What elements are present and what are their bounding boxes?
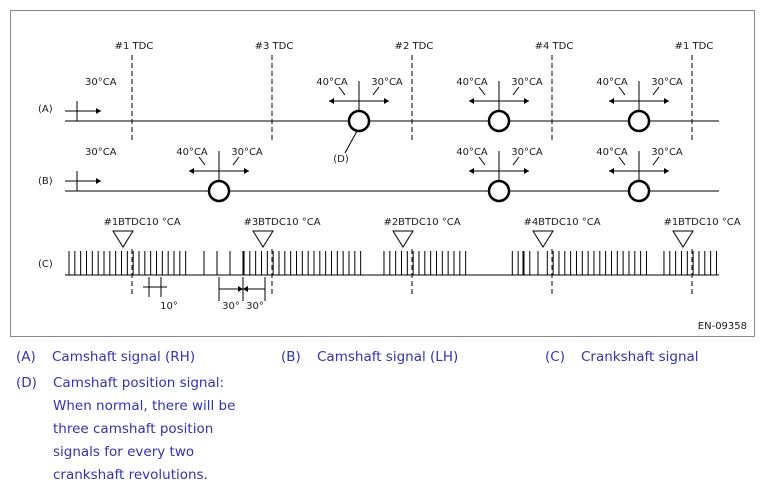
angle-label-30: 30°CA: [511, 77, 543, 88]
btdc-label: #1BTDC10 °CA: [663, 217, 740, 228]
angle-label-40: 40°CA: [596, 147, 628, 158]
dim-label-30: 30°: [222, 301, 240, 312]
angle-label-30: 30°CA: [231, 147, 263, 158]
cam-a-pulse-2-arrowhead-left: [609, 98, 614, 104]
cam-b-pulse-0-circle: [207, 179, 231, 203]
angle-label-40: 40°CA: [176, 147, 208, 158]
tdc-label: #2 TDC: [395, 41, 434, 52]
legend-key-b: (B): [281, 349, 301, 365]
legend-text-a: Camshaft signal (RH): [52, 349, 196, 365]
cam-b-pulse-1-arrowhead-right: [524, 168, 529, 174]
cam-a-pulse-2-leader-40: [618, 86, 626, 96]
btdc-triangle: [252, 230, 274, 248]
cam-b-pulse-1-circle: [487, 179, 511, 203]
btdc-triangle: [672, 230, 694, 248]
cam-a-pulse-0-leader-40: [338, 86, 346, 96]
cam-b-pulse-0-leader-30: [232, 156, 240, 166]
figure-code: EN-09358: [698, 321, 747, 332]
cam-a-pulse-1-arrowhead-right: [524, 98, 529, 104]
marker-d-leader: [344, 130, 358, 154]
cam-a-pulse-0-arrowhead-right: [384, 98, 389, 104]
cam-b-pulse-2-arrowhead-right: [664, 168, 669, 174]
legend-item-b: (B) Camshaft signal (LH): [281, 346, 458, 369]
tdc-label: #3 TDC: [255, 41, 294, 52]
angle-label-40: 40°CA: [596, 77, 628, 88]
row-label-b: (B): [38, 176, 53, 187]
dim-label-30: 30°: [246, 301, 264, 312]
legend-text-d: Camshaft position signal: When normal, t…: [53, 375, 236, 483]
angle-label-30: 30°CA: [85, 77, 117, 88]
row-label-c: (C): [38, 259, 53, 270]
angle-label-30: 30°CA: [85, 147, 117, 158]
angle-label-40: 40°CA: [456, 77, 488, 88]
tdc-label: #1 TDC: [115, 41, 154, 52]
angle-label-40: 40°CA: [316, 77, 348, 88]
cam-b-pulse-2-leader-40: [618, 156, 626, 166]
cam-a-pulse-1-leader-30: [512, 86, 520, 96]
start-arrowhead-a: [96, 108, 101, 114]
btdc-triangle: [392, 230, 414, 248]
cam-b-pulse-2-arrowhead-left: [609, 168, 614, 174]
cam-a-pulse-1-leader-40: [478, 86, 486, 96]
tdc-label: #4 TDC: [535, 41, 574, 52]
legend-text-c: Crankshaft signal: [581, 349, 699, 365]
cam-a-pulse-1-circle: [487, 109, 511, 133]
btdc-label: #2BTDC10 °CA: [383, 217, 460, 228]
timing-diagram: #1 TDC #3 TDC #2 TDC #4 TDC #1 TDC (A) (B) (C) 3…: [38, 41, 747, 332]
cam-a-pulse-2-leader-30: [652, 86, 660, 96]
diagram-frame: #1 TDC #3 TDC #2 TDC #4 TDC #1 TDC (A) (B) (C) 3…: [10, 10, 755, 337]
cam-a-pulse-1-arrowhead-left: [469, 98, 474, 104]
cam-b-pulse-0-arrowhead-left: [189, 168, 194, 174]
cam-b-pulse-2-circle: [627, 179, 651, 203]
row-label-a: (A): [38, 104, 53, 115]
cam-a-pulse-0-leader-30: [372, 86, 380, 96]
btdc-label: #1BTDC10 °CA: [103, 217, 180, 228]
cam-a-pulse-0-arrowhead-left: [329, 98, 334, 104]
dim-label-10: 10°: [160, 301, 178, 312]
btdc-label: #4BTDC10 °CA: [523, 217, 600, 228]
cam-b-pulse-1-arrowhead-left: [469, 168, 474, 174]
legend-key-c: (C): [545, 349, 565, 365]
cam-b-pulse-2-leader-30: [652, 156, 660, 166]
angle-label-30: 30°CA: [651, 77, 683, 88]
legend-item-c: (C) Crankshaft signal: [545, 346, 699, 369]
angle-label-30: 30°CA: [371, 77, 403, 88]
angle-label-40: 40°CA: [456, 147, 488, 158]
legend-key-d: (D): [16, 375, 37, 391]
marker-d-label: (D): [333, 154, 349, 165]
dim-arrowhead: [238, 286, 243, 292]
cam-a-pulse-2-circle: [627, 109, 651, 133]
cam-b-pulse-1-leader-30: [512, 156, 520, 166]
start-arrowhead-b: [96, 178, 101, 184]
btdc-triangle: [532, 230, 554, 248]
cam-a-pulse-2-arrowhead-right: [664, 98, 669, 104]
legend-text-b: Camshaft signal (LH): [317, 349, 459, 365]
cam-b-pulse-0-arrowhead-right: [244, 168, 249, 174]
legend-key-a: (A): [16, 349, 36, 365]
tdc-label: #1 TDC: [675, 41, 714, 52]
btdc-label: #3BTDC10 °CA: [243, 217, 320, 228]
cam-a-pulse-0-circle: [347, 109, 371, 133]
btdc-triangle: [112, 230, 134, 248]
angle-label-30: 30°CA: [511, 147, 543, 158]
legend-item-a: (A) Camshaft signal (RH): [16, 346, 195, 369]
cam-b-pulse-0-leader-40: [198, 156, 206, 166]
angle-label-30: 30°CA: [651, 147, 683, 158]
cam-b-pulse-1-leader-40: [478, 156, 486, 166]
dim-arrowhead: [243, 286, 248, 292]
